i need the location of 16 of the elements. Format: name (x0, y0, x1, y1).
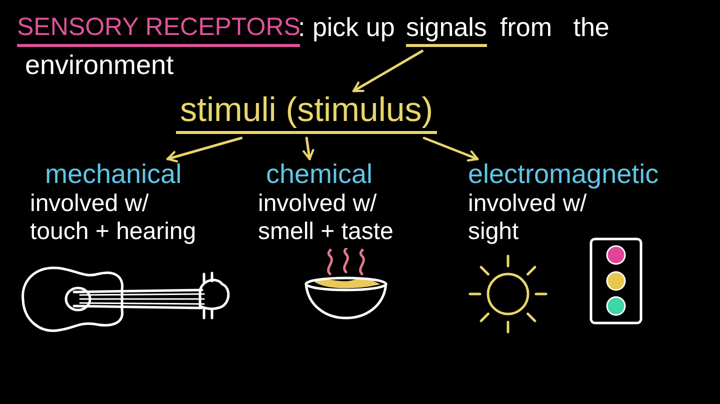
category-title: electromagnetic (468, 158, 659, 190)
description-text: : pick up (298, 12, 395, 42)
description-text: involved w/ smell + taste (258, 190, 394, 246)
description-text: involved w/ sight (468, 190, 588, 246)
description-text: from the (500, 12, 610, 42)
description-text: environment (25, 50, 174, 80)
description-text: involved w/ touch + hearing (30, 190, 198, 246)
category-title: mechanical (45, 158, 183, 190)
arrow (422, 136, 479, 162)
arrow (352, 50, 424, 92)
arrow (166, 136, 243, 162)
title-heading: SENSORY RECEPTORS (17, 12, 300, 47)
underlined-heading: stimuli (stimulus) (176, 90, 438, 134)
underlined-keyword: signals (406, 12, 487, 47)
arrow (302, 136, 314, 160)
category-title: chemical (266, 158, 374, 190)
